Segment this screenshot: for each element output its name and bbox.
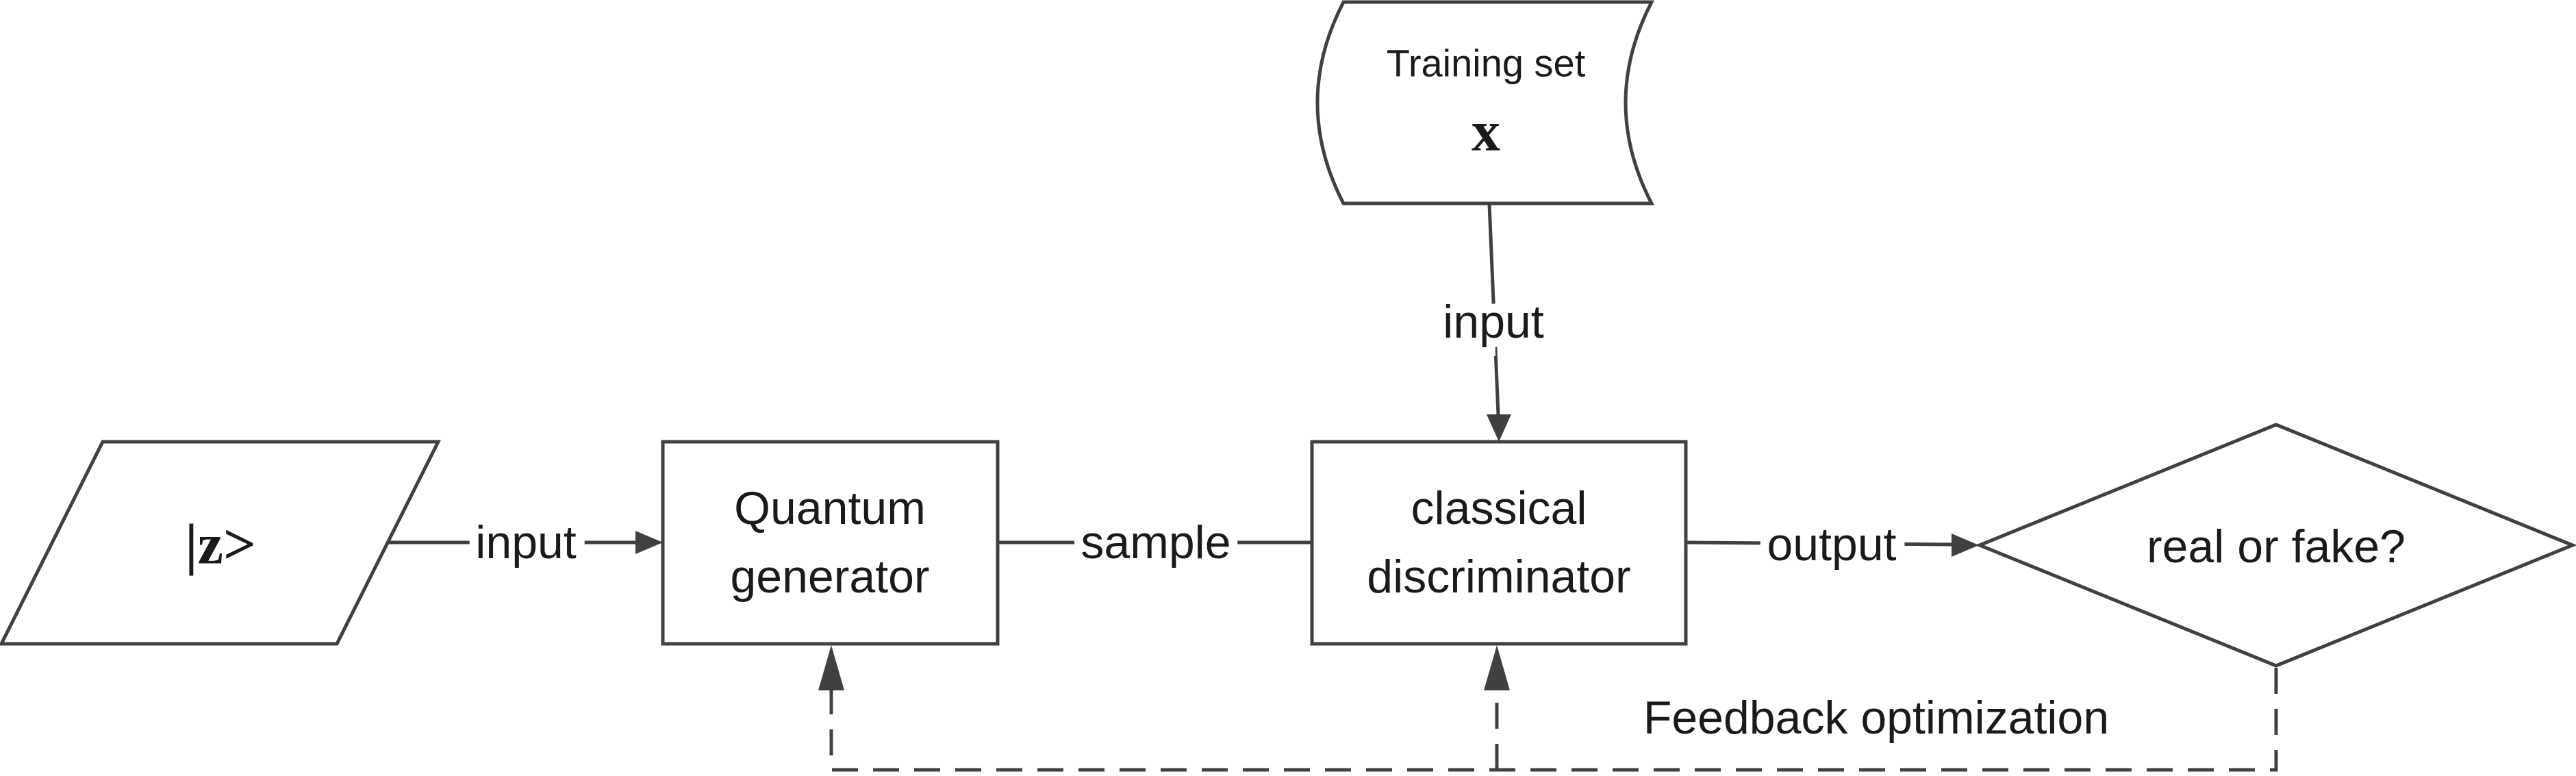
edge-discriminator-decision-line	[1685, 540, 1954, 547]
decision-label: real or fake?	[2147, 521, 2405, 573]
input-state-label: |z>	[185, 513, 256, 577]
edge-label-discriminator-decision: output	[1767, 518, 1896, 571]
training-set-label-line2: x	[1472, 100, 1500, 164]
edge-state-generator-arrowhead	[635, 531, 663, 554]
edge-label-training-discriminator: input	[1443, 296, 1544, 348]
edge-discriminator-decision-arrowhead	[1952, 534, 1979, 557]
edge-feedback-discriminator-arrowhead	[1484, 645, 1510, 690]
classical-discriminator-label-line1: classical	[1411, 482, 1587, 534]
classical-discriminator-box	[1310, 440, 1688, 646]
node-training-set: Training set x	[1315, 0, 1655, 205]
quantum-generator-box	[661, 440, 1000, 646]
node-input-state: |z>	[0, 440, 442, 646]
edge-training-discriminator-arrowhead	[1487, 414, 1511, 442]
node-quantum-generator: Quantum generator	[661, 440, 1000, 646]
training-set-label-line1: Training set	[1387, 42, 1586, 85]
input-state-shape	[0, 440, 442, 646]
edge-feedback-generator-arrowhead	[818, 645, 844, 690]
decision-diamond	[1975, 423, 2576, 668]
training-set-shape	[1315, 0, 1655, 205]
edge-label-state-generator: input	[475, 516, 577, 568]
quantum-generator-label-line2: generator	[730, 551, 929, 603]
node-classical-discriminator: classical discriminator	[1310, 440, 1688, 646]
node-decision: real or fake?	[1975, 423, 2576, 668]
edge-label-generator-discriminator: sample	[1081, 516, 1230, 568]
classical-discriminator-label-line2: discriminator	[1367, 551, 1630, 603]
edge-feedback-loop	[829, 668, 2278, 772]
edge-training-discriminator-line	[1487, 203, 1500, 415]
edge-label-feedback: Feedback optimization	[1643, 692, 2109, 744]
quantum-generator-label-line1: Quantum	[734, 482, 926, 534]
